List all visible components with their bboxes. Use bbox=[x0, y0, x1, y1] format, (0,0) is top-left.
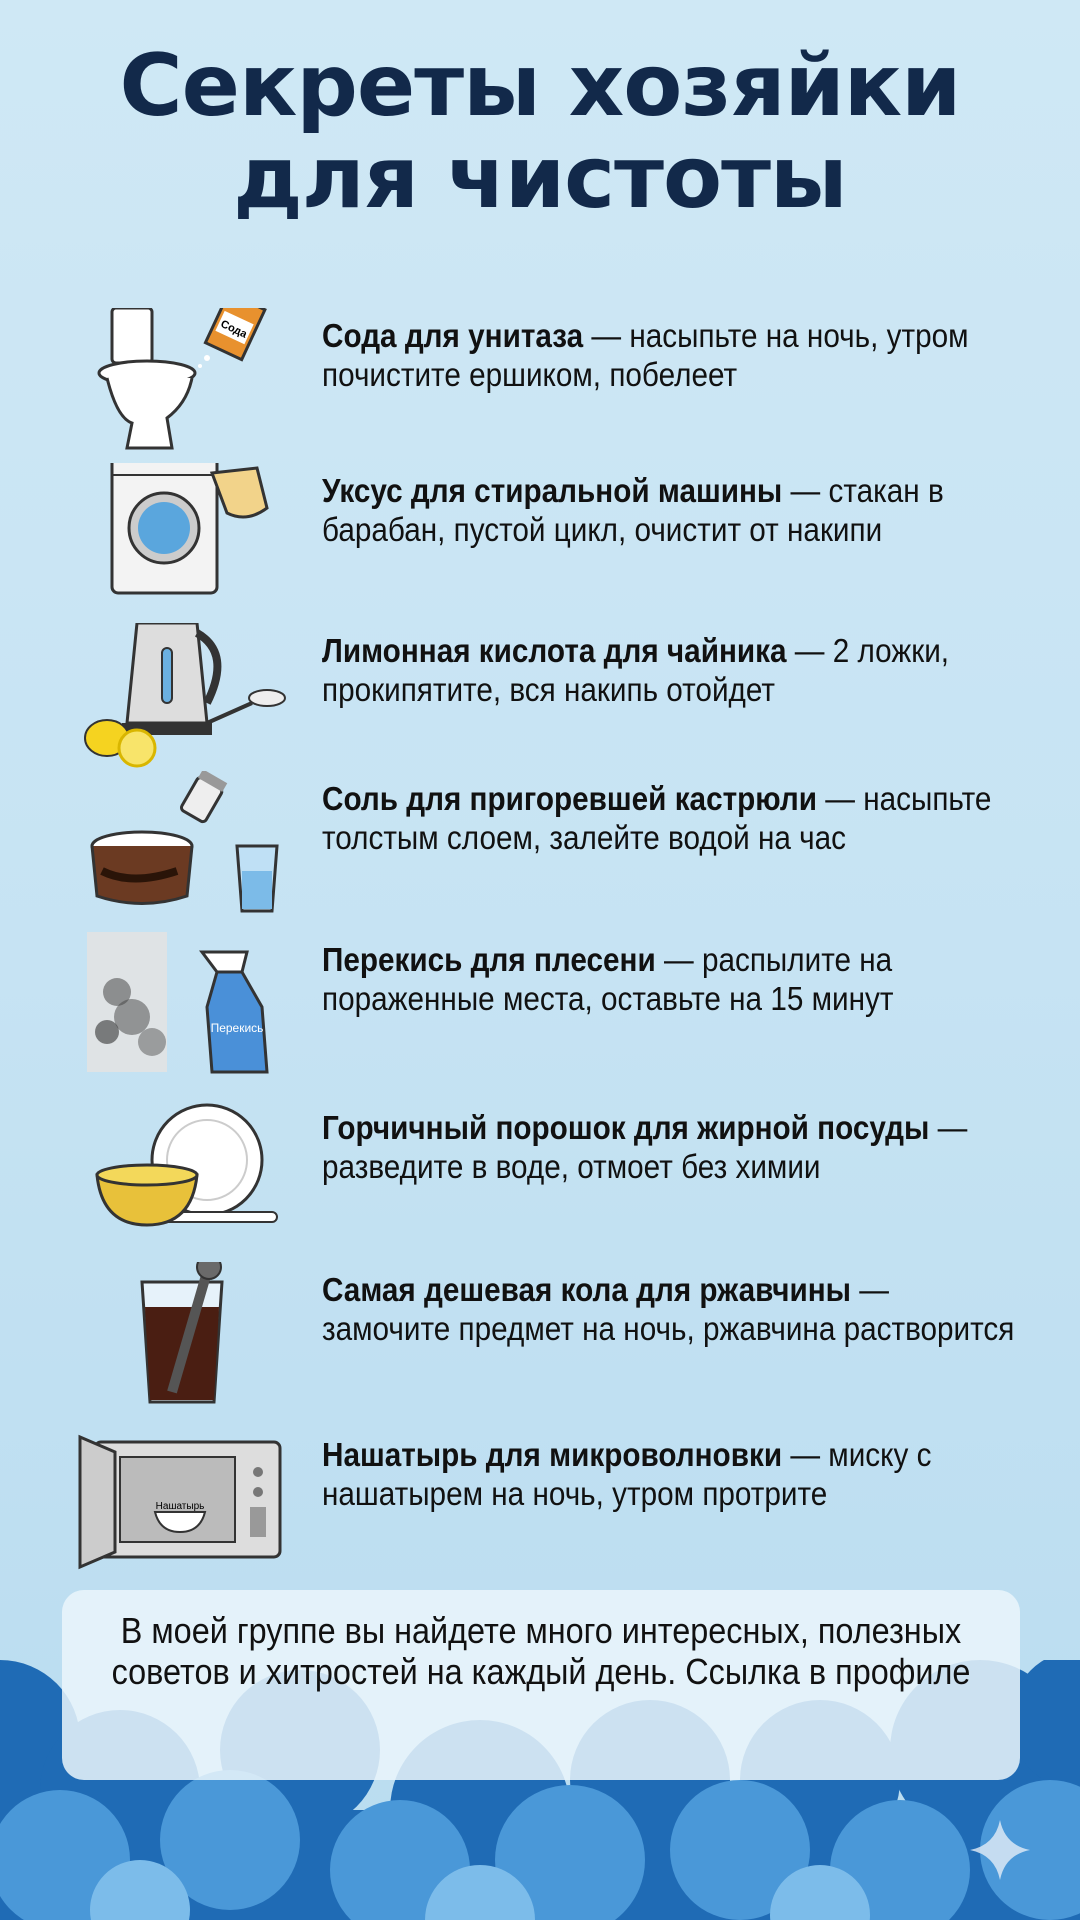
tip-text: — разведите в воде, отмоет без химии bbox=[322, 1109, 968, 1185]
tip-item: Сода Сода для унитаза — насыпьте на ночь… bbox=[0, 308, 1080, 466]
clouds-decoration bbox=[0, 1660, 1080, 1920]
footer-callout: В моей группе вы найдете много интересны… bbox=[62, 1590, 1020, 1780]
tip-item: Уксус для стиральной машины — стакан в б… bbox=[0, 463, 1080, 621]
tip-text: — стакан в барабан, пустой цикл, очистит… bbox=[322, 472, 944, 548]
tip-title: Уксус для стиральной машины bbox=[322, 472, 783, 509]
mustard-dishes-icon bbox=[95, 1103, 278, 1227]
tip-title: Самая дешевая кола для ржавчины bbox=[322, 1271, 852, 1308]
tip-title: Перекись для плесени bbox=[322, 941, 656, 978]
cola-wrench-icon bbox=[140, 1262, 224, 1404]
tip-text: — насыпьте толстым слоем, залейте водой … bbox=[322, 780, 992, 856]
tip-text: — насыпьте на ночь, утром почистите ерши… bbox=[322, 317, 969, 393]
tip-text: — замочите предмет на ночь, ржавчина рас… bbox=[322, 1271, 1015, 1347]
tip-title: Соль для пригоревшей кастрюли bbox=[322, 780, 818, 817]
tip-text: — 2 ложки, прокипятите, вся накипь отойд… bbox=[322, 632, 950, 708]
pot-salt-icon bbox=[90, 771, 279, 913]
tip-item: Лимонная кислота для чайника — 2 ложки, … bbox=[0, 623, 1080, 781]
tip-title: Сода для унитаза bbox=[322, 317, 584, 354]
tip-item: Соль для пригоревшей кастрюли — насыпьте… bbox=[0, 771, 1080, 929]
page-title: Секреты хозяйки для чистоты bbox=[0, 40, 1080, 224]
tip-item: Самая дешевая кола для ржавчины — замочи… bbox=[0, 1262, 1080, 1420]
washing-machine-icon bbox=[110, 463, 269, 595]
microwave-icon: Нашатырь bbox=[78, 1434, 282, 1570]
tip-item: Перекись Перекись для плесени — распылит… bbox=[0, 932, 1080, 1090]
spray-mold-icon: Перекись bbox=[87, 932, 269, 1074]
tip-text: — миску с нашатырем на ночь, утром протр… bbox=[322, 1436, 932, 1512]
tip-title: Нашатырь для микроволновки bbox=[322, 1436, 783, 1473]
ammonia-label: Нашатырь bbox=[156, 1501, 205, 1512]
title-line-2: для чистоты bbox=[233, 128, 847, 228]
kettle-lemon-icon bbox=[84, 623, 286, 768]
footer-text: В моей группе вы найдете много интересны… bbox=[111, 1610, 971, 1692]
sparkle-icon bbox=[970, 1820, 1030, 1880]
tip-title: Горчичный порошок для жирной посуды bbox=[322, 1109, 930, 1146]
toilet-soda-icon: Сода bbox=[97, 308, 267, 450]
tip-item: Нашатырь Нашатырь для микроволновки — ми… bbox=[0, 1434, 1080, 1585]
tip-title: Лимонная кислота для чайника bbox=[322, 632, 787, 669]
peroxide-label: Перекись bbox=[211, 1021, 264, 1035]
title-line-1: Секреты хозяйки bbox=[119, 36, 962, 136]
tip-text: — распылите на пораженные места, оставьт… bbox=[322, 941, 894, 1017]
tip-item: Горчичный порошок для жирной посуды — ра… bbox=[0, 1103, 1080, 1258]
